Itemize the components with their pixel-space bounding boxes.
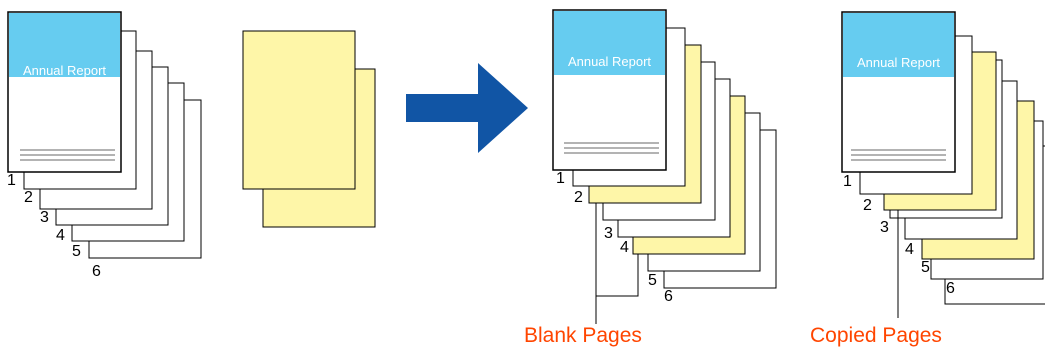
stack3-page-number-5: 5 xyxy=(648,272,657,289)
stack3-text-lines xyxy=(564,142,659,154)
stack4-page-number-4: 4 xyxy=(905,241,914,258)
cover-band xyxy=(9,13,120,77)
page-number-2: 2 xyxy=(24,189,33,206)
stack4-page-number-6: 6 xyxy=(946,280,955,297)
stack3-page-number-2: 2 xyxy=(574,189,583,206)
page-number-5: 5 xyxy=(72,243,81,260)
insert-sheet-front xyxy=(242,30,356,190)
page-number-3: 3 xyxy=(40,209,49,226)
stack4-cover-title: Annual Report xyxy=(857,55,940,70)
stack4-text-lines xyxy=(851,149,946,161)
page-number-4: 4 xyxy=(56,227,65,244)
blank-pages-caption: Blank Pages xyxy=(524,324,642,347)
stack4-page-number-2: 2 xyxy=(863,197,872,214)
stack3-page-number-6: 6 xyxy=(664,288,673,305)
cover-page: Annual Report xyxy=(7,11,122,173)
stack4-page-number-1: 1 xyxy=(843,173,852,190)
stack3-page-number-1: 1 xyxy=(556,170,565,187)
stack4-page-number-3: 3 xyxy=(880,219,889,236)
cover-title: Annual Report xyxy=(23,63,106,78)
original-stack: Annual Report 1 2 3 4 5 6 xyxy=(7,11,202,280)
stack3-cover-band xyxy=(554,11,665,75)
page-number-1: 1 xyxy=(7,172,16,189)
copied-pages-caption: Copied Pages xyxy=(810,324,942,347)
stack4-page-number-5: 5 xyxy=(921,259,930,276)
stack3-page-number-4: 4 xyxy=(620,239,629,256)
stack3-page-number-3: 3 xyxy=(604,225,613,242)
arrow-right-icon xyxy=(406,63,528,153)
copied-pages-stack: Annual Report 1 2 3 4 5 6 Copied Pages xyxy=(810,11,1045,347)
stack3-cover-title: Annual Report xyxy=(568,54,651,69)
stack4-cover-band xyxy=(843,13,954,77)
insert-paper-stack xyxy=(242,30,376,228)
text-lines xyxy=(20,149,115,161)
page-number-6: 6 xyxy=(92,263,101,280)
blank-pages-stack: Annual Report 1 2 3 4 5 6 Blank Pages xyxy=(524,9,777,347)
stack3-cover-page: Annual Report xyxy=(552,9,667,171)
blank-pages-pointer xyxy=(595,203,639,324)
stack4-cover-page: Annual Report xyxy=(841,11,956,173)
